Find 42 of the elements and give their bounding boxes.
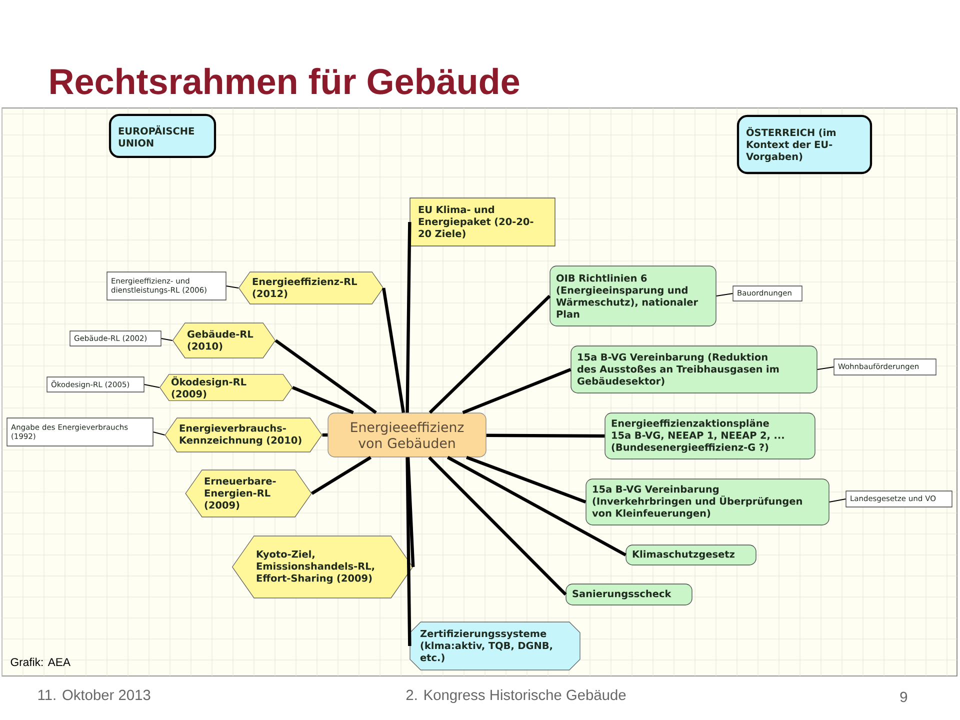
connector-line bbox=[382, 288, 406, 413]
directive-hexagon: Kyoto-Ziel, Emissionshandels-RL, Effort-Sharing (2009) bbox=[232, 536, 414, 598]
topic-box: Zertifizierungssysteme (klma:aktiv, TQB, DGNB, etc.) bbox=[410, 622, 580, 670]
connector-line bbox=[161, 338, 172, 342]
connector-line bbox=[226, 285, 238, 289]
connector-line bbox=[153, 431, 165, 436]
footer-date: 11. Oktober 2013 bbox=[38, 689, 150, 700]
connector-line bbox=[466, 456, 586, 504]
measure-box: Klimaschutzgesetz bbox=[626, 544, 756, 566]
directive-hexagon: Ökodesign-RL (2009) bbox=[159, 374, 293, 401]
slide-title: Rechtsrahmen für Gebäude bbox=[50, 68, 520, 94]
connector-line bbox=[486, 434, 605, 438]
connector-line bbox=[462, 368, 572, 414]
connector-line bbox=[829, 498, 846, 503]
page-number: 9 bbox=[900, 692, 908, 702]
measure-box: 15a B-VG Vereinbarung (Inverkehrbringen und Überprüfungen von Kleinfeuerungen) bbox=[586, 478, 830, 526]
credit: Grafik: AEA bbox=[10, 658, 70, 666]
connector-line bbox=[446, 456, 626, 556]
measure-box: Energieeffizienzaktionspläne 15a B-VG, NEEAP 1, NEEAP 2, ... (Bundesenergieeffizienz-G ?) bbox=[604, 412, 816, 460]
connector-line bbox=[292, 386, 354, 414]
topic-box: EU Klima- und Energiepaket (20-20-20 Ziele) bbox=[410, 198, 556, 246]
region-box: EUROPÄISCHE UNION bbox=[108, 114, 216, 158]
connector-line bbox=[428, 294, 551, 414]
connector-line bbox=[322, 433, 328, 437]
connector-line bbox=[274, 339, 377, 414]
connector-line bbox=[311, 456, 372, 495]
connector-line bbox=[144, 384, 160, 388]
connector-line bbox=[428, 456, 567, 596]
directive-hexagon: Energieeffizienz-RL (2012) bbox=[238, 272, 384, 304]
region-box: ÖSTERREICH (im Kontext der EU-Vorgaben) bbox=[736, 114, 872, 174]
connector-line bbox=[817, 366, 834, 370]
directive-hexagon: Energieverbrauchs-Kennzeichnung (2010) bbox=[164, 418, 322, 452]
footer-text: 2. Kongress Historische Gebäude bbox=[406, 689, 626, 704]
measure-box: 15a B-VG Vereinbarung (Reduktion des Ausstoßes an Treibhausgasen im Gebäudesektor) bbox=[570, 346, 818, 394]
connector-line bbox=[406, 457, 415, 568]
measure-box: OIB Richtlinien 6 (Energieeinsparung und Wärmeschutz), nationaler Plan bbox=[550, 266, 716, 326]
measure-box: Sanierungsscheck bbox=[566, 584, 692, 606]
directive-hexagon: Erneuerbare-Energien-RL (2009) bbox=[185, 470, 312, 518]
connector-line bbox=[716, 292, 733, 297]
connector-line bbox=[406, 222, 412, 413]
connector-line bbox=[406, 457, 412, 646]
central-topic-box: Energieeeffizienz von Gebäuden bbox=[328, 412, 486, 458]
